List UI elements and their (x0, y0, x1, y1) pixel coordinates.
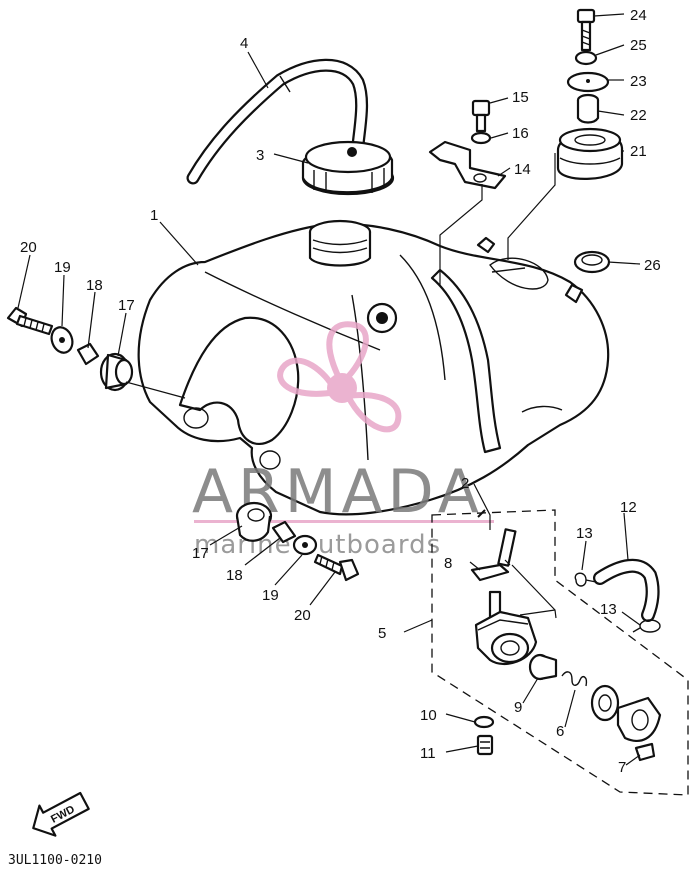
fuel-gasket[interactable] (470, 563, 510, 582)
callout-7: 7 (618, 759, 626, 776)
callout-12: 12 (620, 499, 637, 516)
hose-clip-lower[interactable] (632, 619, 661, 633)
mount-damper-lower[interactable] (235, 501, 273, 542)
fuel-cock-lever[interactable] (590, 684, 662, 742)
callout-labels: 1 2 3 4 5 6 7 8 9 10 11 12 13 13 14 15 1… (20, 7, 661, 776)
fuel-cock-spring[interactable] (561, 671, 588, 687)
tank-grommet[interactable] (573, 250, 611, 274)
callout-11: 11 (420, 745, 436, 762)
callout-13-lower: 13 (600, 601, 617, 618)
breather-hose[interactable] (186, 58, 369, 185)
callout-21: 21 (630, 143, 647, 160)
mount-bolt[interactable] (576, 8, 596, 52)
callout-4: 4 (240, 35, 248, 52)
leader-lines (17, 13, 641, 766)
fwd-direction-arrow: FWD (32, 791, 90, 837)
callout-13-upper: 13 (576, 525, 593, 542)
callout-1: 1 (150, 207, 158, 224)
lever-screw[interactable] (634, 742, 656, 762)
callout-19-left: 19 (54, 259, 71, 276)
watermark-brand: ARMADA (192, 457, 484, 527)
diagram-code: 3UL1100-0210 (8, 853, 102, 868)
hose-clip-upper[interactable] (574, 572, 597, 587)
fuel-cock-assembly-outline (431, 509, 689, 796)
mount-washer-small[interactable] (574, 50, 598, 66)
tank-bracket[interactable] (428, 140, 507, 190)
mount-bolt-left[interactable] (6, 306, 54, 336)
callout-20-left: 20 (20, 239, 37, 256)
bracket-washer[interactable] (470, 131, 492, 145)
mount-bolt-lower[interactable] (313, 553, 360, 582)
fuel-pipe[interactable] (477, 509, 517, 567)
mount-damper[interactable] (556, 127, 624, 180)
callout-16: 16 (512, 125, 529, 142)
callout-3: 3 (256, 147, 264, 164)
callout-8: 8 (444, 555, 452, 572)
callout-14: 14 (514, 161, 531, 178)
callout-19-lower: 19 (262, 587, 279, 604)
fuel-hose[interactable] (593, 558, 660, 622)
callout-18-lower: 18 (226, 567, 243, 584)
drain-screw[interactable] (476, 734, 494, 756)
mount-washer-left[interactable] (48, 324, 76, 355)
callout-15: 15 (512, 89, 529, 106)
mount-collar-lower[interactable] (271, 520, 297, 544)
mount-washer-large[interactable] (566, 71, 610, 93)
callout-24: 24 (630, 7, 647, 24)
callout-2: 2 (461, 475, 469, 492)
mount-damper-left[interactable] (99, 352, 134, 392)
callout-26: 26 (644, 257, 661, 274)
callout-18-left: 18 (86, 277, 103, 294)
callout-25: 25 (630, 37, 647, 54)
fuel-cock-plug[interactable] (528, 653, 558, 681)
callout-23: 23 (630, 73, 647, 90)
callout-6: 6 (556, 723, 564, 740)
callout-9: 9 (514, 699, 522, 716)
drain-washer[interactable] (473, 715, 495, 729)
mount-collar-left[interactable] (76, 342, 100, 366)
callout-17-lower: 17 (192, 545, 209, 562)
callout-5: 5 (378, 625, 386, 642)
fuel-cock-body[interactable] (474, 590, 538, 665)
callout-17-left: 17 (118, 297, 135, 314)
fuel-tank[interactable] (137, 219, 610, 516)
callout-20-lower: 20 (294, 607, 311, 624)
mount-collar[interactable] (576, 93, 600, 124)
callout-10: 10 (420, 707, 437, 724)
callout-22: 22 (630, 107, 647, 124)
fuel-cap[interactable] (301, 140, 395, 196)
mount-washer-lower[interactable] (292, 534, 318, 556)
bracket-bolt[interactable] (471, 99, 491, 133)
